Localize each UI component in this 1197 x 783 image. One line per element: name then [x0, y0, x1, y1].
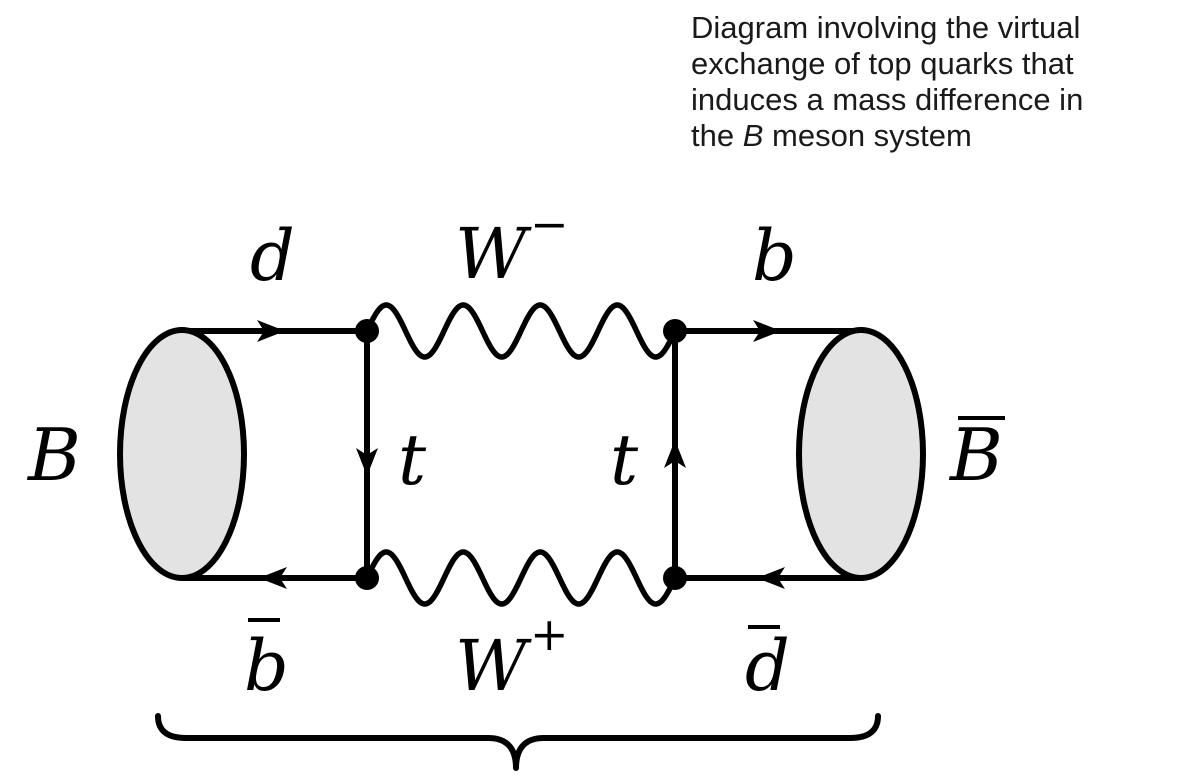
caption-line-4-prefix: the — [691, 118, 743, 153]
label-boson-bottom: W + — [455, 607, 569, 707]
arrow-bottom-right — [757, 567, 785, 589]
label-boson-top: W − — [455, 197, 569, 295]
caption-line-2: exchange of top quarks that — [691, 46, 1074, 81]
label-propagator-right: t — [610, 419, 639, 501]
vertex-top-right — [663, 319, 687, 343]
curly-brace — [155, 713, 881, 771]
label-meson-right-text: B — [948, 413, 1003, 497]
vertex-top-left — [355, 319, 379, 343]
label-quark-bottom-left: b — [244, 618, 289, 707]
caption-line-3: induces a mass difference in — [691, 82, 1084, 117]
w-boson-bottom-wave — [364, 549, 678, 607]
label-quark-bottom-left-text: b — [244, 625, 289, 707]
label-boson-bottom-charge: + — [530, 607, 569, 661]
label-quark-top-left: d — [250, 215, 295, 297]
label-quark-bottom-right: d — [745, 625, 790, 707]
label-quark-bottom-right-text: d — [745, 625, 790, 707]
label-propagator-left: t — [398, 419, 427, 501]
meson-blob-left — [117, 327, 247, 581]
arrow-propagator-right — [664, 440, 686, 468]
w-boson-top-wave — [364, 302, 678, 360]
meson-blob-right — [796, 327, 926, 581]
caption-line-4-italic: B — [742, 118, 764, 153]
label-quark-top-right: b — [752, 215, 797, 297]
caption-line-1: Diagram involving the virtual — [691, 10, 1081, 45]
label-meson-left: B — [26, 413, 81, 497]
caption-line-4: the B meson system — [691, 118, 1191, 154]
label-boson-top-charge: − — [530, 197, 569, 251]
arrow-bottom-left — [259, 567, 287, 589]
label-meson-right: B — [948, 413, 1005, 497]
caption-line-4-suffix: meson system — [763, 118, 972, 153]
arrow-top-left — [257, 320, 285, 342]
label-boson-bottom-symbol: W — [455, 625, 532, 707]
arrow-propagator-left — [356, 448, 378, 476]
vertex-bottom-left — [355, 566, 379, 590]
caption: Diagram involving the virtual exchange o… — [691, 10, 1191, 154]
arrow-top-right — [753, 320, 781, 342]
vertex-bottom-right — [663, 566, 687, 590]
label-boson-top-symbol: W — [455, 213, 532, 295]
